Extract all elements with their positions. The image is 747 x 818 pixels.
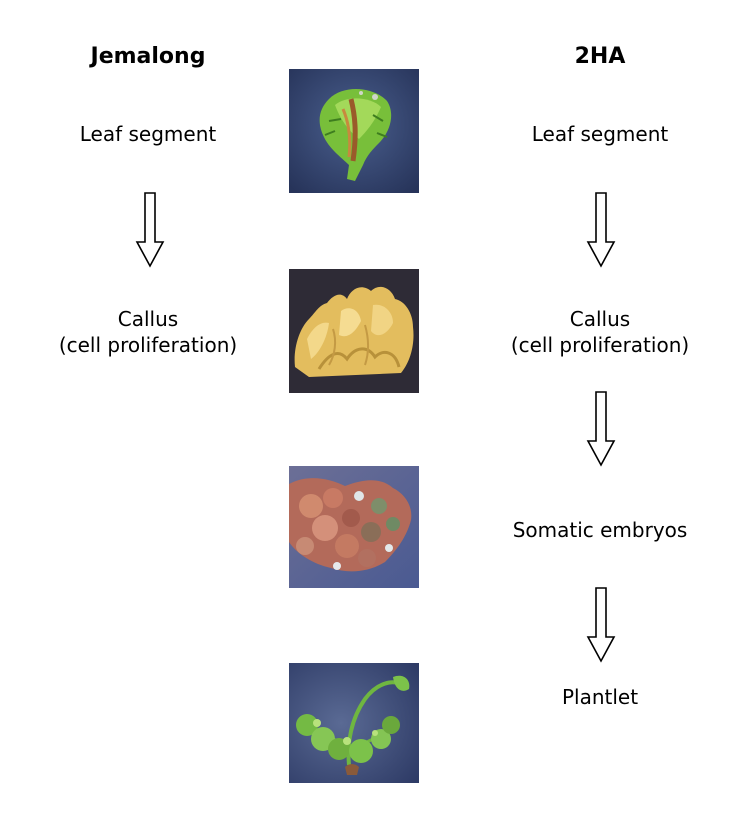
callus-photo xyxy=(289,269,419,393)
somatic-embryos-photo xyxy=(289,466,419,588)
leaf-segment-photo xyxy=(289,69,419,193)
plantlet-photo xyxy=(289,663,419,783)
jemalong-leaf-segment-label: Leaf segment xyxy=(79,122,217,146)
2ha-down-arrow-3 xyxy=(586,587,616,663)
2ha-down-arrow-1 xyxy=(586,192,616,268)
jemalong-title: Jemalong xyxy=(90,44,206,69)
2ha-callus-line2: (cell proliferation) xyxy=(510,333,690,357)
2ha-down-arrow-2 xyxy=(586,391,616,467)
jemalong-down-arrow-1 xyxy=(135,192,165,268)
2ha-callus-line1: Callus xyxy=(569,307,631,331)
2ha-title: 2HA xyxy=(574,44,626,69)
2ha-leaf-segment-label: Leaf segment xyxy=(531,122,669,146)
jemalong-callus-label: Callus (cell proliferation) xyxy=(28,306,268,358)
jemalong-callus-line1: Callus xyxy=(117,307,179,331)
2ha-callus-label: Callus (cell proliferation) xyxy=(480,306,720,358)
2ha-plantlet-label: Plantlet xyxy=(561,685,639,709)
jemalong-callus-line2: (cell proliferation) xyxy=(58,333,238,357)
2ha-somatic-embryos-label: Somatic embryos xyxy=(512,518,688,542)
